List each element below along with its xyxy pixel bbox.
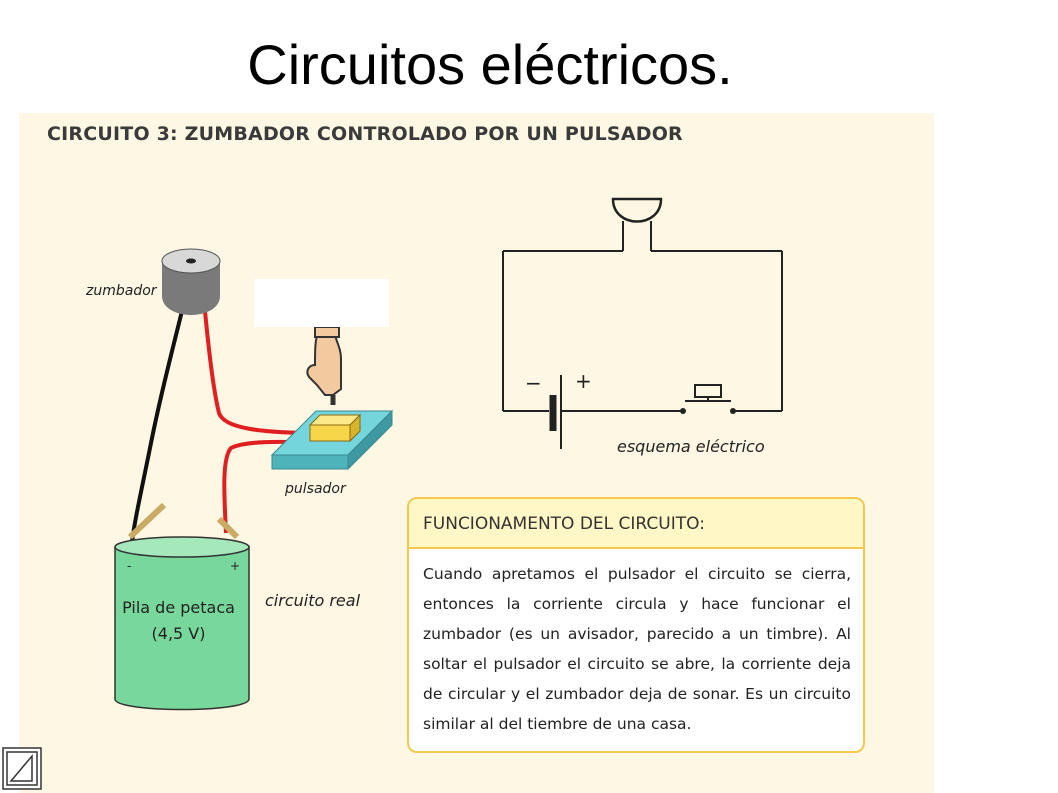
info-body: Cuando apretamos el pulsador el circuito…	[423, 565, 851, 733]
black-wire	[130, 310, 184, 544]
info-title: FUNCIONAMENTO DEL CIRCUITO:	[409, 499, 863, 549]
panel-heading: CIRCUITO 3: ZUMBADOR CONTROLADO POR UN P…	[47, 123, 683, 145]
buzzer-icon	[161, 248, 221, 315]
zumbador-label: zumbador	[86, 283, 157, 299]
schematic-diagram	[502, 197, 783, 449]
battery-line1: Pila de petaca	[122, 598, 235, 617]
circuit-panel: CIRCUITO 3: ZUMBADOR CONTROLADO POR UN P…	[19, 113, 934, 793]
battery-line2: (4,5 V)	[151, 624, 206, 643]
battery-icon	[114, 502, 250, 711]
slide-title: Circuitos eléctricos.	[247, 33, 733, 96]
schematic-plus: +	[575, 369, 592, 393]
battery-text: Pila de petaca (4,5 V)	[111, 595, 246, 647]
battery-plus: +	[230, 559, 241, 573]
schematic-minus: −	[525, 371, 542, 395]
pointing-hand-icon	[306, 326, 342, 405]
battery-minus: -	[127, 559, 132, 573]
blank-overlay	[254, 279, 389, 327]
push-button-icon	[270, 409, 394, 471]
red-wire-buzzer	[203, 310, 320, 435]
pulsador-label: pulsador	[285, 481, 346, 497]
esquema-label: esquema eléctrico	[617, 437, 765, 456]
circuit-drawing	[114, 197, 783, 711]
info-box: FUNCIONAMENTO DEL CIRCUITO: Cuando apret…	[407, 497, 865, 753]
circuito-real-label: circuito real	[265, 591, 361, 610]
back-triangle-icon[interactable]	[2, 747, 42, 790]
